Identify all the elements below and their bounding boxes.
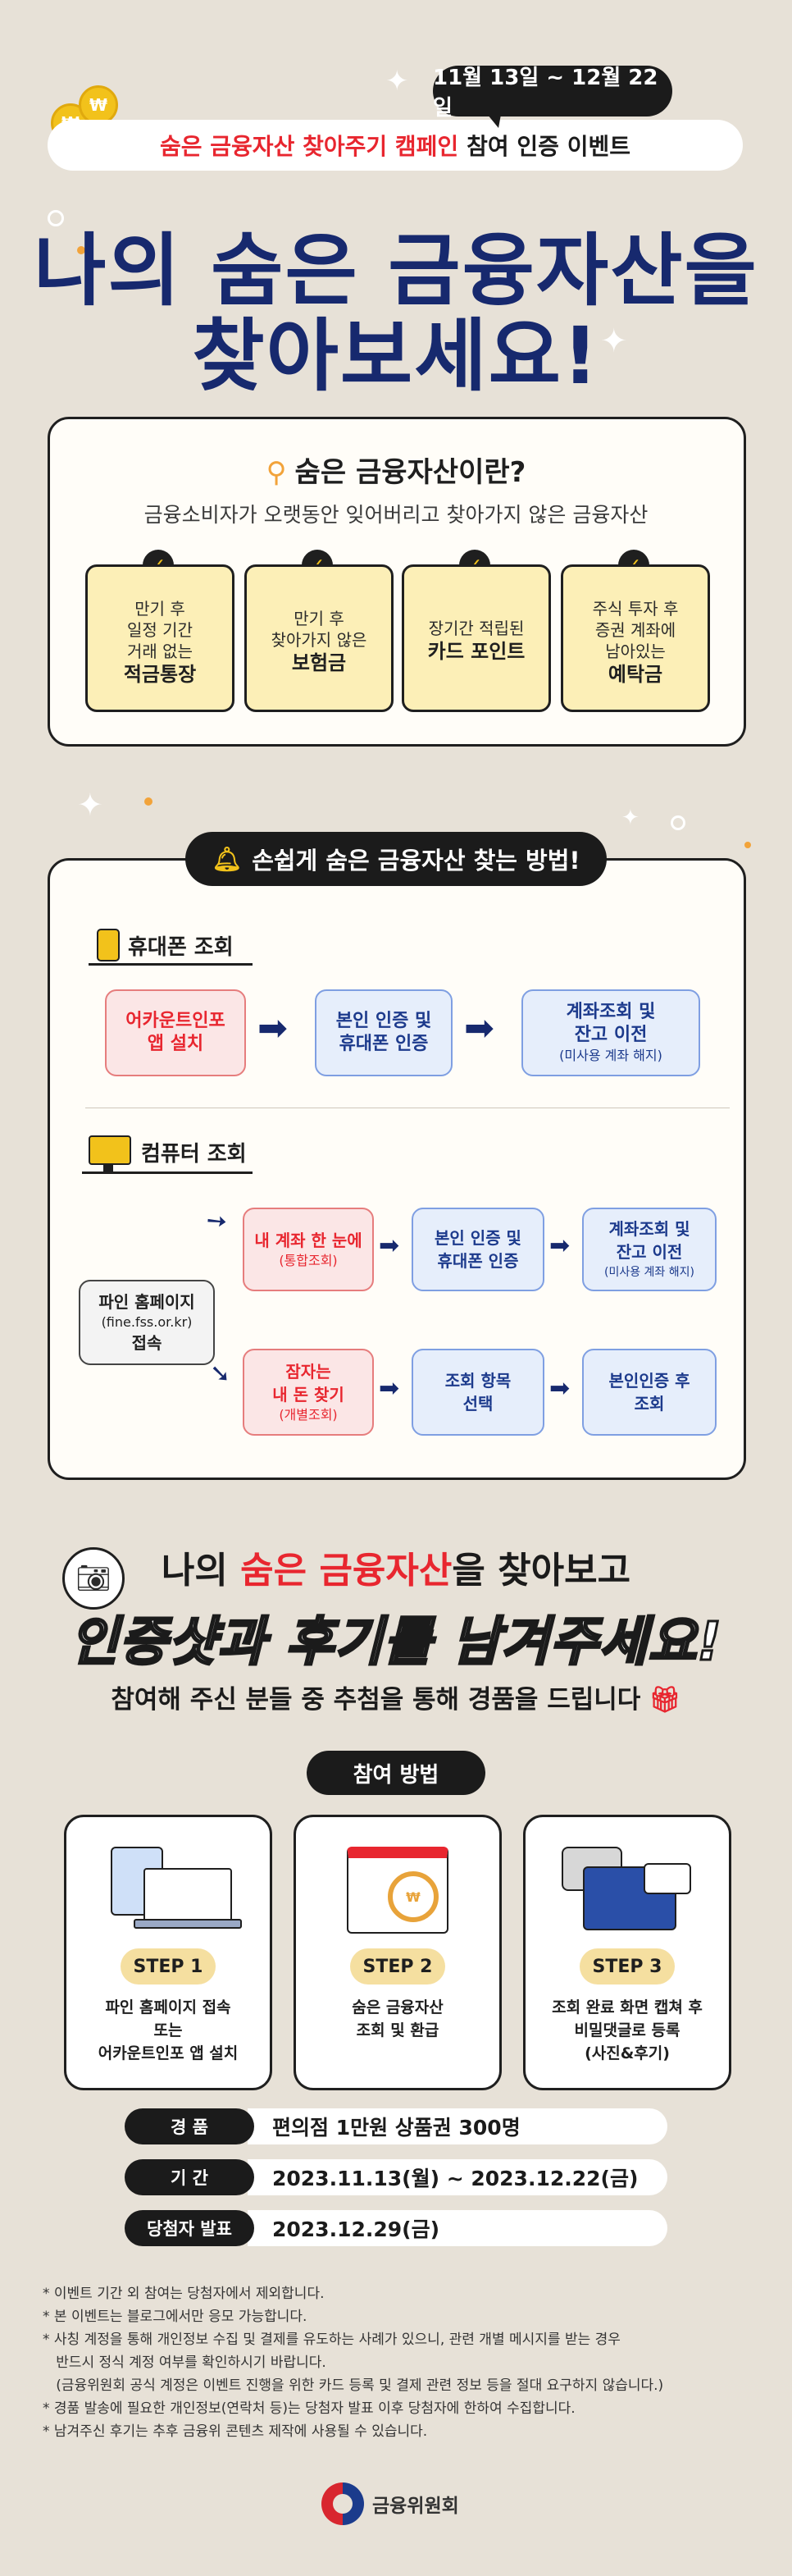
- event-headline-2: 인증샷과 후기를 남겨주세요!: [69, 1611, 722, 1674]
- step-card-2: ₩ STEP 2 숨은 금융자산 조회 및 환급: [294, 1815, 502, 2090]
- flow-pc-account-check: 계좌조회 및 잔고 이전 (미사용 계좌 해지): [582, 1208, 717, 1291]
- flow-phone-install-app: 어카운트인포 앱 설치: [105, 989, 246, 1076]
- asset-card-insurance: 만기 후 찾아가지 않은 보험금: [244, 564, 394, 712]
- flow-phone-account-check: 계좌조회 및 잔고 이전 (미사용 계좌 해지): [521, 989, 700, 1076]
- phone-section-heading: 휴대폰 조회: [128, 935, 234, 960]
- laptop-icon: [143, 1868, 232, 1922]
- magnifier-won-icon: ₩: [388, 1871, 439, 1922]
- sparkle-icon: ✦: [385, 65, 409, 98]
- flow-pc-sleeping-money: 잠자는 내 돈 찾기 (개별조회): [243, 1349, 374, 1436]
- how-to-participate-title: 참여 방법: [307, 1751, 485, 1795]
- info-title: ⚲숨은 금융자산이란?: [266, 456, 526, 489]
- flow-phone-auth: 본인 인증 및 휴대폰 인증: [315, 989, 453, 1076]
- arrow-right-icon: ➡: [379, 1374, 400, 1403]
- campaign-name: 숨은 금융자산 찾아주기 캠페인: [160, 133, 459, 160]
- campaign-banner: 숨은 금융자산 찾아주기 캠페인 참여 인증 이벤트: [48, 120, 743, 171]
- phone-icon: [97, 929, 120, 961]
- flow-pc-auth-lookup: 본인인증 후 조회: [582, 1349, 717, 1436]
- arrow-right-icon: ➡: [257, 1007, 288, 1049]
- coin-icon: ₩: [79, 85, 118, 125]
- magnifier-icon: ⚲: [266, 456, 287, 489]
- flow-pc-visit-fine: 파인 홈페이지 (fine.fss.or.kr) 접속: [79, 1280, 215, 1365]
- computer-icon: [89, 1135, 131, 1165]
- footer: 금융위원회: [321, 2481, 459, 2527]
- asset-card-deposit: 주식 투자 후 증권 계좌에 남아있는 예탁금: [561, 564, 710, 712]
- flow-pc-auth: 본인 인증 및 휴대폰 인증: [412, 1208, 544, 1291]
- arrow-right-icon: ➡: [549, 1231, 571, 1260]
- sparkle-icon: ✦: [600, 322, 628, 360]
- method-title: 🔔︎손쉽게 숨은 금융자산 찾는 방법!: [185, 832, 607, 886]
- gift-icon: 🎁︎: [649, 1685, 681, 1715]
- fsc-logo: [321, 2482, 364, 2525]
- hero-title-line2: 찾아보세요!: [192, 310, 600, 402]
- bell-icon: 🔔︎: [212, 844, 243, 873]
- period-row: 2023.11.13(월) ~ 2023.12.22(금) 기 간: [125, 2159, 667, 2195]
- flow-pc-select-items: 조회 항목 선택: [412, 1349, 544, 1436]
- sparkle-icon: ✦: [621, 806, 640, 830]
- info-subtitle: 금융소비자가 오랫동안 잊어버리고 찾아가지 않은 금융자산: [143, 503, 649, 527]
- prize-row: 편의점 1만원 상품권 300명 경 품: [125, 2108, 667, 2144]
- asset-card-card-points: 장기간 적립된 카드 포인트: [402, 564, 551, 712]
- event-headline: 나의 숨은 금융자산을 찾아보고: [161, 1550, 631, 1592]
- arrow-right-icon: ➡: [549, 1374, 571, 1403]
- step-card-1: STEP 1 파인 홈페이지 접속 또는 어카운트인포 앱 설치: [64, 1815, 272, 2090]
- hero-title-line1: 나의 숨은 금융자산을: [34, 225, 758, 317]
- arrow-down-right-icon: ➘: [210, 1359, 231, 1388]
- campaign-event: 참여 인증 이벤트: [467, 133, 630, 160]
- arrow-right-icon: ➡: [379, 1231, 400, 1260]
- asset-card-savings: 만기 후 일정 기간 거래 없는 적금통장: [85, 564, 234, 712]
- org-name: 금융위원회: [372, 2496, 459, 2517]
- flow-pc-integrated-lookup: 내 계좌 한 눈에 (통합조회): [243, 1208, 374, 1291]
- camera-icon: 📷︎: [62, 1547, 125, 1610]
- step-card-3: STEP 3 조회 완료 화면 캡쳐 후 비밀댓글로 등록 (사진&후기): [523, 1815, 731, 2090]
- winner-announcement-row: 2023.12.29(금) 당첨자 발표: [125, 2210, 667, 2246]
- event-subtitle: 참여해 주신 분들 중 추첨을 통해 경품을 드립니다🎁︎: [111, 1685, 681, 1715]
- notice-list: * 이벤트 기간 외 참여는 당첨자에서 제외합니다. * 본 이벤트는 블로그…: [43, 2286, 664, 2440]
- event-period-badge: 11월 13일 ~ 12월 22일: [433, 66, 672, 121]
- chat-bubble-icon: [644, 1863, 691, 1894]
- sparkle-icon: ✦: [77, 787, 103, 823]
- arrow-right-icon: ➡: [464, 1007, 494, 1049]
- pc-section-heading: 컴퓨터 조회: [141, 1142, 247, 1167]
